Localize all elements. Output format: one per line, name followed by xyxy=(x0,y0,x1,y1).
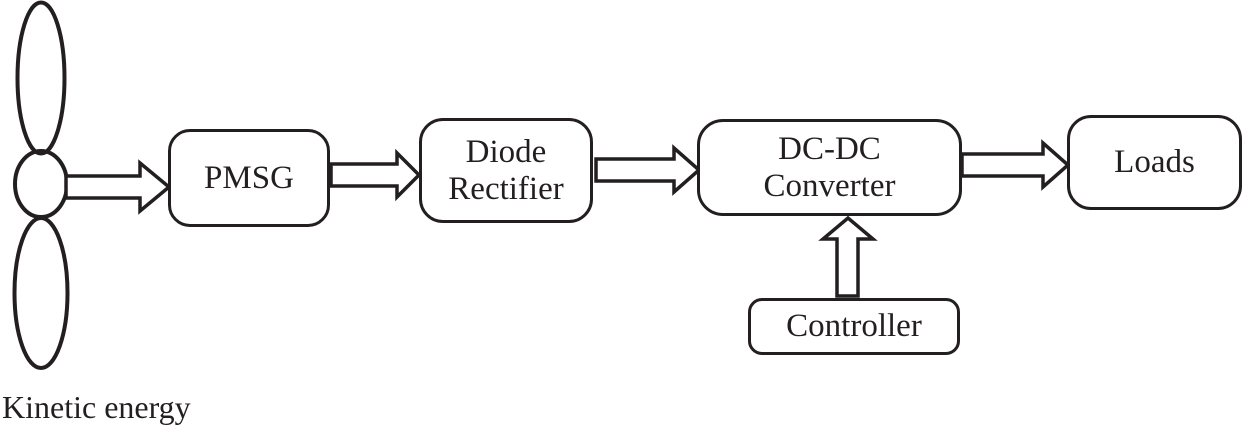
turbine-hub-icon xyxy=(13,149,69,219)
block-dc-dc-converter-label: DC-DC Converter xyxy=(763,130,896,204)
block-loads: Loads xyxy=(1067,115,1242,210)
block-diode-rectifier-label: Diode Rectifier xyxy=(448,133,564,207)
block-loads-label: Loads xyxy=(1114,144,1195,181)
kinetic-energy-label: Kinetic energy xyxy=(2,389,191,425)
block-dc-dc-converter: DC-DC Converter xyxy=(697,119,962,216)
arrow-rectifier-to-converter-icon xyxy=(594,144,702,196)
block-pmsg-label: PMSG xyxy=(204,159,294,196)
wind-turbine-icon xyxy=(12,0,70,370)
arrow-pmsg-to-rectifier-icon xyxy=(329,148,422,202)
arrow-controller-to-converter-icon xyxy=(818,215,878,298)
block-diode-rectifier: Diode Rectifier xyxy=(419,118,593,223)
turbine-blade-bottom-icon xyxy=(12,216,70,370)
arrow-turbine-to-pmsg-icon xyxy=(64,159,172,215)
block-pmsg: PMSG xyxy=(168,129,330,227)
block-controller: Controller xyxy=(748,298,960,355)
block-controller-label: Controller xyxy=(786,308,922,345)
arrow-converter-to-loads-icon xyxy=(960,139,1071,191)
turbine-blade-top-icon xyxy=(15,0,67,156)
